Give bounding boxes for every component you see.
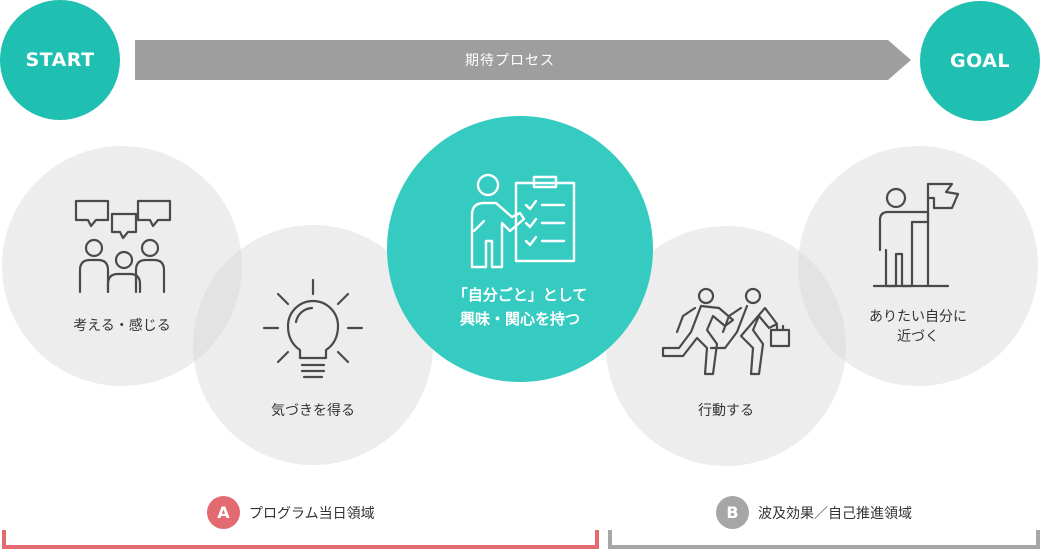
region-b-label: 波及効果／自己推進領域 xyxy=(758,505,912,522)
person-checklist-icon xyxy=(470,173,576,269)
running-people-icon xyxy=(661,287,791,376)
step-label: ありたい自分に 近づく xyxy=(869,309,967,345)
region-a-bracket xyxy=(2,530,599,549)
step-think-feel: 考える・感じる xyxy=(2,146,242,386)
speech-bubbles-people-icon xyxy=(74,199,172,293)
region-b: B 波及効果／自己推進領域 xyxy=(716,496,912,529)
start-circle: START xyxy=(0,0,120,120)
step-label: 「自分ごと」として 興味・関心を持つ xyxy=(452,286,588,328)
goal-label: GOAL xyxy=(949,50,1011,72)
process-arrow: 期待プロセス xyxy=(135,40,911,80)
person-flag-icon xyxy=(872,182,960,288)
region-b-bracket xyxy=(608,530,1040,549)
step-approach-ideal-self: ありたい自分に 近づく xyxy=(798,146,1038,386)
region-b-badge: B xyxy=(716,496,749,529)
goal-circle: GOAL xyxy=(920,1,1040,121)
step-label: 気づきを得る xyxy=(271,403,355,419)
region-a: A プログラム当日領域 xyxy=(207,496,375,529)
lightbulb-icon xyxy=(262,278,364,379)
step-label: 考える・感じる xyxy=(73,318,171,334)
region-a-label: プログラム当日領域 xyxy=(249,505,375,522)
process-label: 期待プロセス xyxy=(465,53,555,69)
start-label: START xyxy=(25,49,95,71)
process-arrow-shape xyxy=(135,40,911,80)
region-a-badge: A xyxy=(207,496,240,529)
step-personal-interest: 「自分ごと」として 興味・関心を持つ xyxy=(387,116,653,382)
step-label: 行動する xyxy=(698,403,754,419)
